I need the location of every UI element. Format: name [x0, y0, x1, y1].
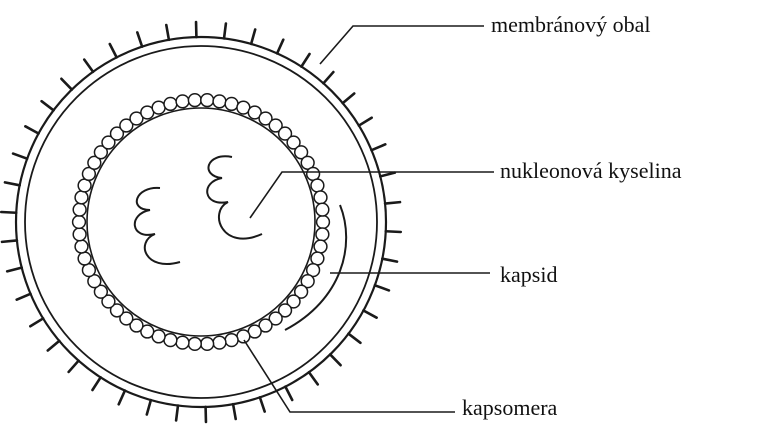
envelope-spike [147, 400, 151, 414]
membrane-label: membránový obal [491, 14, 650, 36]
nucleic-acid-coil-right [207, 156, 262, 238]
capsomere-bead [311, 179, 324, 192]
capsomere-bead [225, 97, 238, 110]
envelope-spike [84, 60, 93, 72]
envelope-spike [363, 310, 376, 317]
capsomere-bead [237, 330, 250, 343]
envelope-spike [69, 361, 79, 372]
envelope-spike [382, 259, 397, 262]
envelope-spike [61, 79, 71, 90]
capsomere-bead [201, 94, 214, 107]
capsomere-bead [176, 336, 189, 349]
envelope-spike [385, 202, 400, 203]
capsomere-bead [213, 336, 226, 349]
envelope-spike [323, 72, 333, 83]
envelope-spike [359, 118, 372, 126]
capsomere-bead [316, 203, 329, 216]
capsomere-bead [314, 240, 327, 253]
envelope-spike [386, 231, 401, 232]
capsid-inner-boundary [87, 108, 315, 336]
envelope-spike [375, 285, 389, 290]
envelope-spike [7, 268, 22, 272]
capsid-capsomere-ring [73, 94, 330, 350]
envelope-spike [343, 93, 354, 103]
envelope-spike [251, 29, 255, 43]
nucleic-acid-label: nukleonová kyselina [500, 160, 681, 182]
envelope-spike [2, 240, 17, 241]
capsomere-bead [75, 191, 88, 204]
envelope-spike [13, 154, 27, 159]
envelope-spike [17, 294, 31, 300]
envelope-spike [371, 144, 385, 150]
envelope-spike [309, 372, 318, 384]
envelope-spike [285, 387, 292, 400]
envelope-spike [260, 397, 265, 411]
envelope-spike [330, 354, 340, 365]
capsomere-bead [73, 203, 86, 216]
capsomere-bead [213, 95, 226, 108]
envelope-spike [166, 25, 169, 40]
capsomere-bead [75, 240, 88, 253]
capsomere-bead [317, 216, 330, 229]
envelope-spike [137, 32, 142, 46]
capsomere-label: kapsomera [462, 397, 557, 419]
envelope-spike [25, 126, 38, 133]
envelope-spike [110, 44, 117, 57]
envelope-spikes [1, 22, 401, 422]
envelope-spike [233, 404, 236, 419]
capsomere-bead [316, 228, 329, 241]
envelope-spike [348, 334, 360, 343]
capsomere-bead [73, 228, 86, 241]
capsomere-bead [188, 94, 201, 107]
envelope-spike [277, 40, 283, 54]
capsid-label: kapsid [500, 264, 557, 286]
envelope-spike [92, 377, 100, 390]
envelope-spike [48, 341, 59, 351]
envelope-spike [5, 182, 20, 185]
envelope-spike [224, 24, 226, 39]
envelope-spike [176, 406, 178, 421]
capsomere-bead [201, 337, 214, 350]
capsomere-bead [188, 337, 201, 350]
capsomere-bead [164, 334, 177, 347]
capsomere-bead [176, 95, 189, 108]
membrane-leader-line [320, 26, 484, 64]
envelope-spike [380, 173, 395, 177]
capsomere-bead [314, 191, 327, 204]
capsomere-bead [73, 216, 86, 229]
capsomere-bead [225, 334, 238, 347]
envelope-spike [301, 54, 309, 67]
envelope-spike [42, 101, 54, 110]
capsomere-bead [152, 101, 165, 114]
envelope-spike [1, 212, 16, 213]
envelope-spike [30, 318, 43, 326]
capsomere-bead [164, 97, 177, 110]
nucleic-acid-coil-left [135, 188, 180, 264]
capsomere-bead [78, 252, 91, 265]
capsomere-leader-line [244, 340, 455, 412]
envelope-spike [119, 391, 125, 405]
envelope-outer-ring [16, 37, 386, 407]
